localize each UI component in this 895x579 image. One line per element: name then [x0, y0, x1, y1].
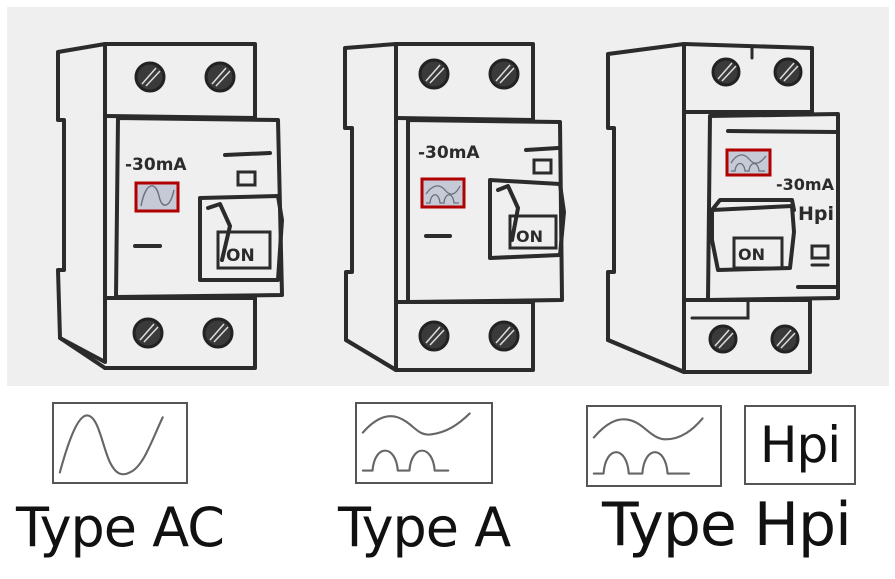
breaker-drawing: ON -30mA [56, 42, 284, 370]
rating-label: -30mA [418, 143, 480, 163]
screw-icon [770, 324, 800, 354]
ac-plus-pulsating-dc-wave-icon [725, 148, 772, 177]
legend-symbol-type-ac [52, 402, 188, 484]
screw-icon [132, 317, 164, 349]
rating-label: -30mA [776, 175, 835, 194]
legend-symbol-type-a [355, 402, 493, 484]
switch-on-label: ON [226, 246, 255, 266]
breaker-drawing: ON -30mA Hpi [606, 42, 840, 374]
legend-label-type-a: Type A [338, 496, 511, 559]
screw-icon [134, 61, 166, 93]
legend-symbol-type-hpi-text: Hpi [744, 405, 856, 485]
hpi-label: Hpi [798, 203, 834, 225]
legend-symbol-type-hpi-wave [586, 405, 722, 487]
screw-icon [711, 57, 741, 87]
ac-plus-pulsating-dc-wave-icon [420, 177, 466, 209]
rcd-breaker-type-ac: ON -30mA [50, 40, 295, 380]
hpi-box-text: Hpi [759, 416, 841, 474]
switch-on-label: ON [516, 227, 543, 246]
screw-icon [488, 58, 520, 90]
ac-plus-pulsating-dc-wave-icon [592, 417, 704, 475]
legend-label-type-ac: Type AC [16, 496, 225, 559]
switch-on-label: ON [738, 245, 765, 264]
ac-sine-wave-icon [134, 181, 180, 213]
screw-icon [418, 320, 450, 352]
screw-icon [202, 317, 234, 349]
rcd-breaker-type-hpi: ON -30mA Hpi [600, 40, 850, 380]
ac-plus-pulsating-dc-wave-icon [361, 412, 471, 472]
legend-label-type-hpi: Type Hpi [602, 490, 852, 560]
screw-icon [708, 324, 738, 354]
screw-icon [773, 57, 803, 87]
screw-icon [418, 58, 450, 90]
screw-icon [204, 61, 236, 93]
screw-icon [488, 320, 520, 352]
breaker-drawing: ON -30mA [343, 42, 566, 372]
rcd-breaker-type-a: ON -30mA [338, 40, 578, 380]
rating-label: -30mA [125, 155, 187, 175]
ac-sine-wave-icon [58, 414, 164, 476]
